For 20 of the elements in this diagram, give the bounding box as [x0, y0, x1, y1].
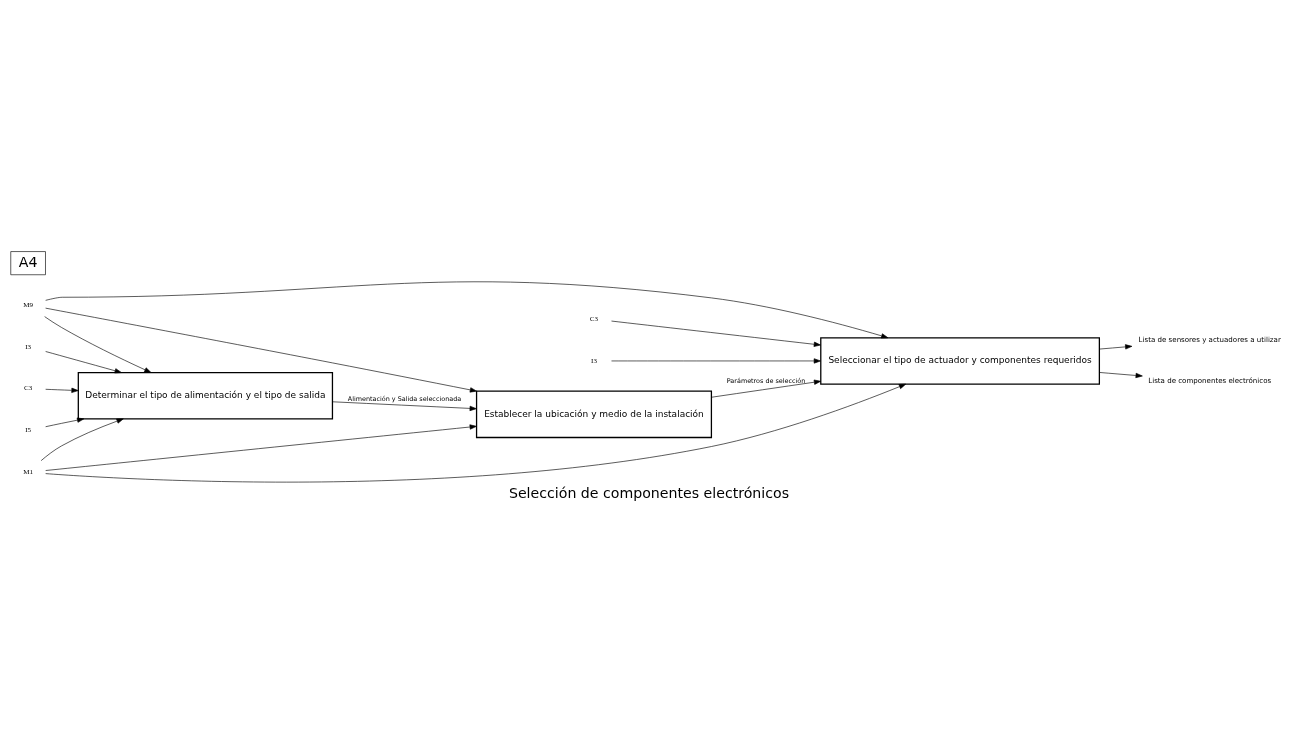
diagram-title: Selección de componentes electrónicos	[508, 484, 790, 501]
node-box: Determinar el tipo de alimentación y el tipo de salida	[77, 371, 334, 420]
arrow	[45, 417, 85, 428]
arrow	[45, 387, 79, 393]
arrow	[45, 383, 906, 483]
arrow	[332, 401, 477, 411]
label: A4	[18, 253, 38, 270]
arrow	[44, 316, 152, 373]
arrow	[611, 320, 821, 347]
node-box: Establecer la ubicación y medio de la instalación	[475, 390, 713, 439]
arrow	[611, 358, 821, 364]
arrow	[1099, 372, 1143, 379]
arrow	[45, 351, 122, 374]
arrow	[1099, 344, 1133, 350]
arrow	[711, 379, 822, 398]
node-box: Seleccionar el tipo de actuador y componentes requeridos	[820, 337, 1100, 385]
arrow	[45, 281, 889, 339]
arrow	[45, 307, 477, 393]
arrow	[45, 424, 477, 471]
arrow	[40, 418, 124, 461]
